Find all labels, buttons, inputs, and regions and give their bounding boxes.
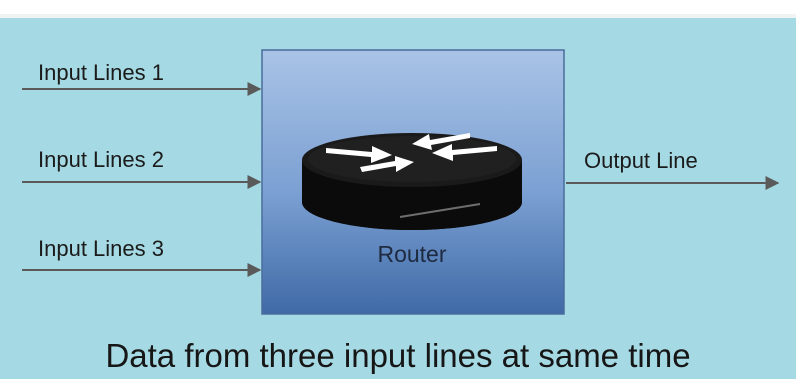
router-icon [302, 133, 522, 230]
input-label-1: Input Lines 1 [38, 60, 164, 85]
input-label-3: Input Lines 3 [38, 236, 164, 261]
output-line: Output Line [566, 148, 780, 190]
router-arrows-icon [326, 133, 497, 172]
input-label-2: Input Lines 2 [38, 147, 164, 172]
top-border [0, 14, 796, 18]
output-label: Output Line [584, 148, 698, 173]
input-line-1: Input Lines 1 [22, 60, 262, 96]
input-line-3: Input Lines 3 [22, 236, 262, 277]
router-highlight [399, 203, 481, 218]
input-line-2: Input Lines 2 [22, 147, 262, 189]
diagram-caption: Data from three input lines at same time [105, 337, 691, 374]
router-label: Router [377, 241, 446, 267]
